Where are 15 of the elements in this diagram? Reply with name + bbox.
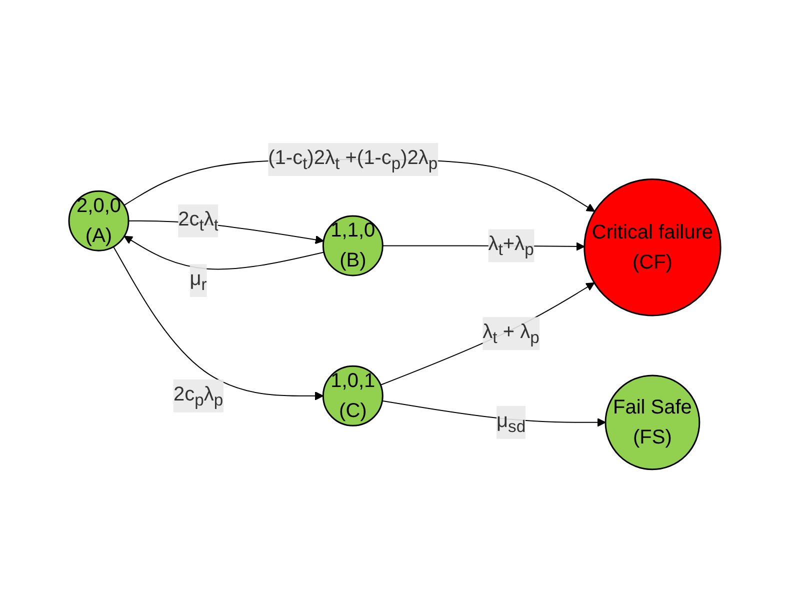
edge-label: λ$_{t}$+λ$_{p}$ bbox=[488, 233, 534, 260]
edge-label: λ$_{t}$ + λ$_{p}$ bbox=[482, 320, 540, 347]
node-circle: 1,1,0 (B) bbox=[322, 215, 384, 276]
edge-label: μ$_{sd}$ bbox=[496, 410, 526, 436]
node-circle: Critical failure (CF) bbox=[584, 178, 722, 316]
edge-label: (1-c$_{t}$)2λ$_{t}$ +(1-c$_{p}$)2λ$_{p}$ bbox=[268, 146, 438, 173]
node-circle: 1,0,1 (C) bbox=[322, 365, 384, 426]
edge-label: 2c$_{t}$λ$_{t}$ bbox=[178, 208, 219, 234]
arrow bbox=[124, 236, 325, 270]
edge-label: 2c$_{p}$λ$_{p}$ bbox=[174, 383, 224, 410]
node-circle: Fail Safe (FS) bbox=[604, 374, 700, 470]
node-circle: 2,0,0 (A) bbox=[68, 190, 130, 252]
arrow bbox=[113, 246, 324, 400]
arrow bbox=[380, 282, 595, 386]
edge-label: μ$_{r}$ bbox=[190, 268, 208, 294]
